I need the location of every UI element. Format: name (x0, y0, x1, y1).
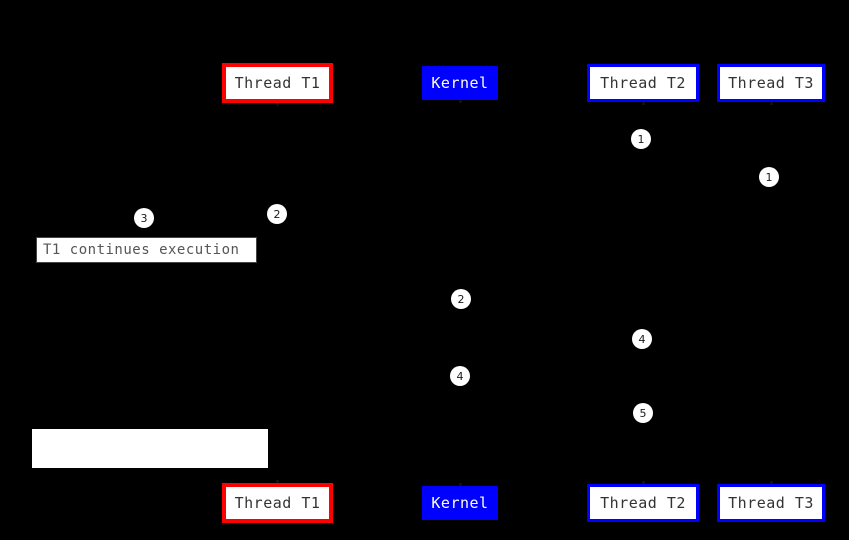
blank-note-1 (32, 429, 268, 468)
participant-label: Kernel (431, 493, 489, 512)
step-badge-5: 5 (633, 403, 653, 423)
note-text: T1 continues execution (43, 242, 240, 258)
lifeline-t2 (643, 102, 644, 484)
step-badge-1: 1 (631, 129, 651, 149)
step-badge-4: 4 (450, 366, 470, 386)
participant-kernel-bottom[interactable]: Kernel (422, 486, 498, 520)
step-badge-4: 4 (632, 329, 652, 349)
lifeline-t1-stub (276, 480, 279, 484)
participant-label: Thread T2 (600, 493, 686, 512)
step-badge-2: 2 (451, 289, 471, 309)
participant-thread-t3-bottom[interactable]: Thread T3 (717, 484, 825, 522)
lifeline-kernel-stub (459, 483, 462, 487)
participant-label: Thread T3 (728, 493, 814, 512)
step-badge-1: 1 (759, 167, 779, 187)
participant-thread-t3-top[interactable]: Thread T3 (717, 64, 825, 102)
participant-thread-t1-bottom[interactable]: Thread T1 (222, 483, 333, 523)
step-badge-3: 3 (134, 208, 154, 228)
participant-thread-t1-top[interactable]: Thread T1 (222, 63, 333, 103)
participant-kernel-top[interactable]: Kernel (422, 66, 498, 100)
lifeline-t2-stub (642, 101, 645, 105)
participant-label: Thread T1 (234, 493, 321, 512)
participant-label: Thread T2 (600, 73, 686, 92)
participant-label: Kernel (431, 73, 489, 92)
participant-label: Thread T1 (234, 73, 321, 92)
note-t1-continues-execution: T1 continues execution (36, 237, 257, 263)
lifeline-t1 (277, 103, 278, 483)
lifeline-t1-stub (276, 102, 279, 106)
participant-thread-t2-bottom[interactable]: Thread T2 (587, 484, 699, 522)
lifeline-kernel-stub (459, 99, 462, 103)
lifeline-t2-stub (642, 481, 645, 485)
lifeline-t3-stub (770, 101, 773, 105)
step-badge-2: 2 (267, 204, 287, 224)
participant-label: Thread T3 (728, 73, 814, 92)
lifeline-t3-stub (770, 481, 773, 485)
lifeline-t3 (771, 102, 772, 484)
participant-thread-t2-top[interactable]: Thread T2 (587, 64, 699, 102)
